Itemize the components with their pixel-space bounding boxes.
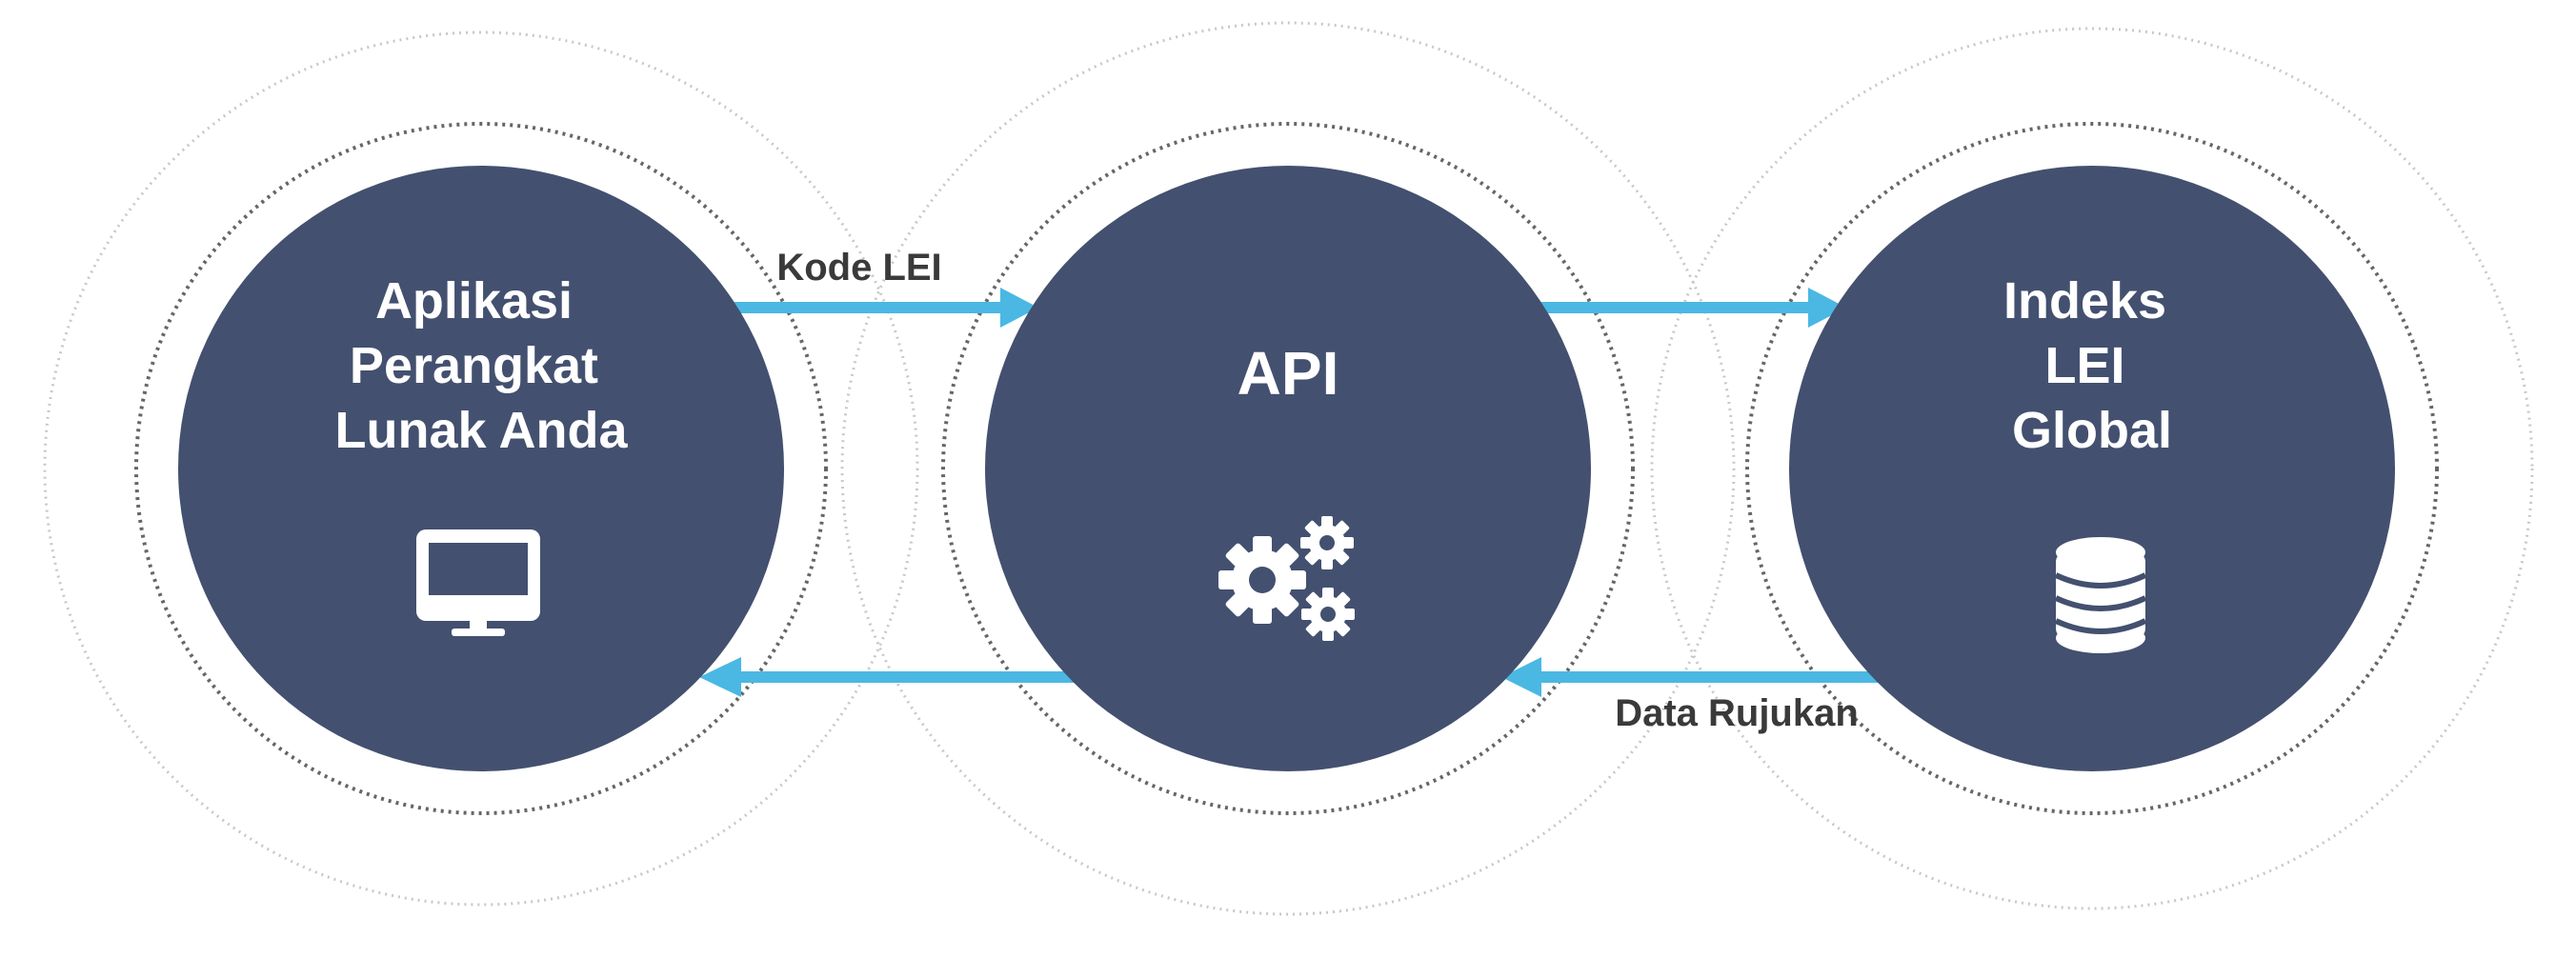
node-label-line: Lunak Anda: [334, 402, 628, 459]
inner-ring-index: [1745, 122, 2439, 815]
node-api: [985, 166, 1591, 771]
nodes: [178, 166, 2395, 771]
node-index: [1789, 166, 2395, 771]
node-label-line: Perangkat: [350, 337, 598, 394]
database-icon: [2054, 537, 2147, 653]
node-label-line: Aplikasi: [375, 272, 573, 329]
node-label-line: LEI: [2044, 337, 2124, 394]
node-label-line: API: [1238, 339, 1339, 408]
outer-rings: [43, 21, 2534, 916]
node-label-index: Indeks LEI Global: [2003, 272, 2181, 459]
gears-icon: [1218, 516, 1355, 641]
edge-label-software-to-api: Kode LEI: [776, 247, 941, 289]
node-label-api: API: [1238, 339, 1339, 408]
node-label-software: Aplikasi Perangkat Lunak Anda: [334, 272, 628, 459]
arrow-api-to-index: [1536, 288, 1846, 328]
arrow-api-to-software: [699, 657, 1096, 697]
node-label-line: Global: [2012, 402, 2172, 459]
outer-ring-api: [840, 21, 1736, 916]
outer-ring-index: [1650, 27, 2534, 910]
edge-label-index-to-api: Data Rujukan: [1615, 692, 1859, 734]
arrows: [699, 288, 1884, 697]
inner-ring-api: [941, 122, 1635, 815]
monitor-icon: [416, 529, 540, 636]
arrow-software-to-api: [734, 288, 1038, 328]
node-label-line: Indeks: [2003, 272, 2166, 329]
inner-rings: [134, 122, 2439, 815]
outer-ring-software: [43, 30, 919, 907]
arrow-index-to-api: [1501, 657, 1884, 697]
inner-ring-software: [134, 122, 828, 815]
node-software: [178, 166, 784, 771]
